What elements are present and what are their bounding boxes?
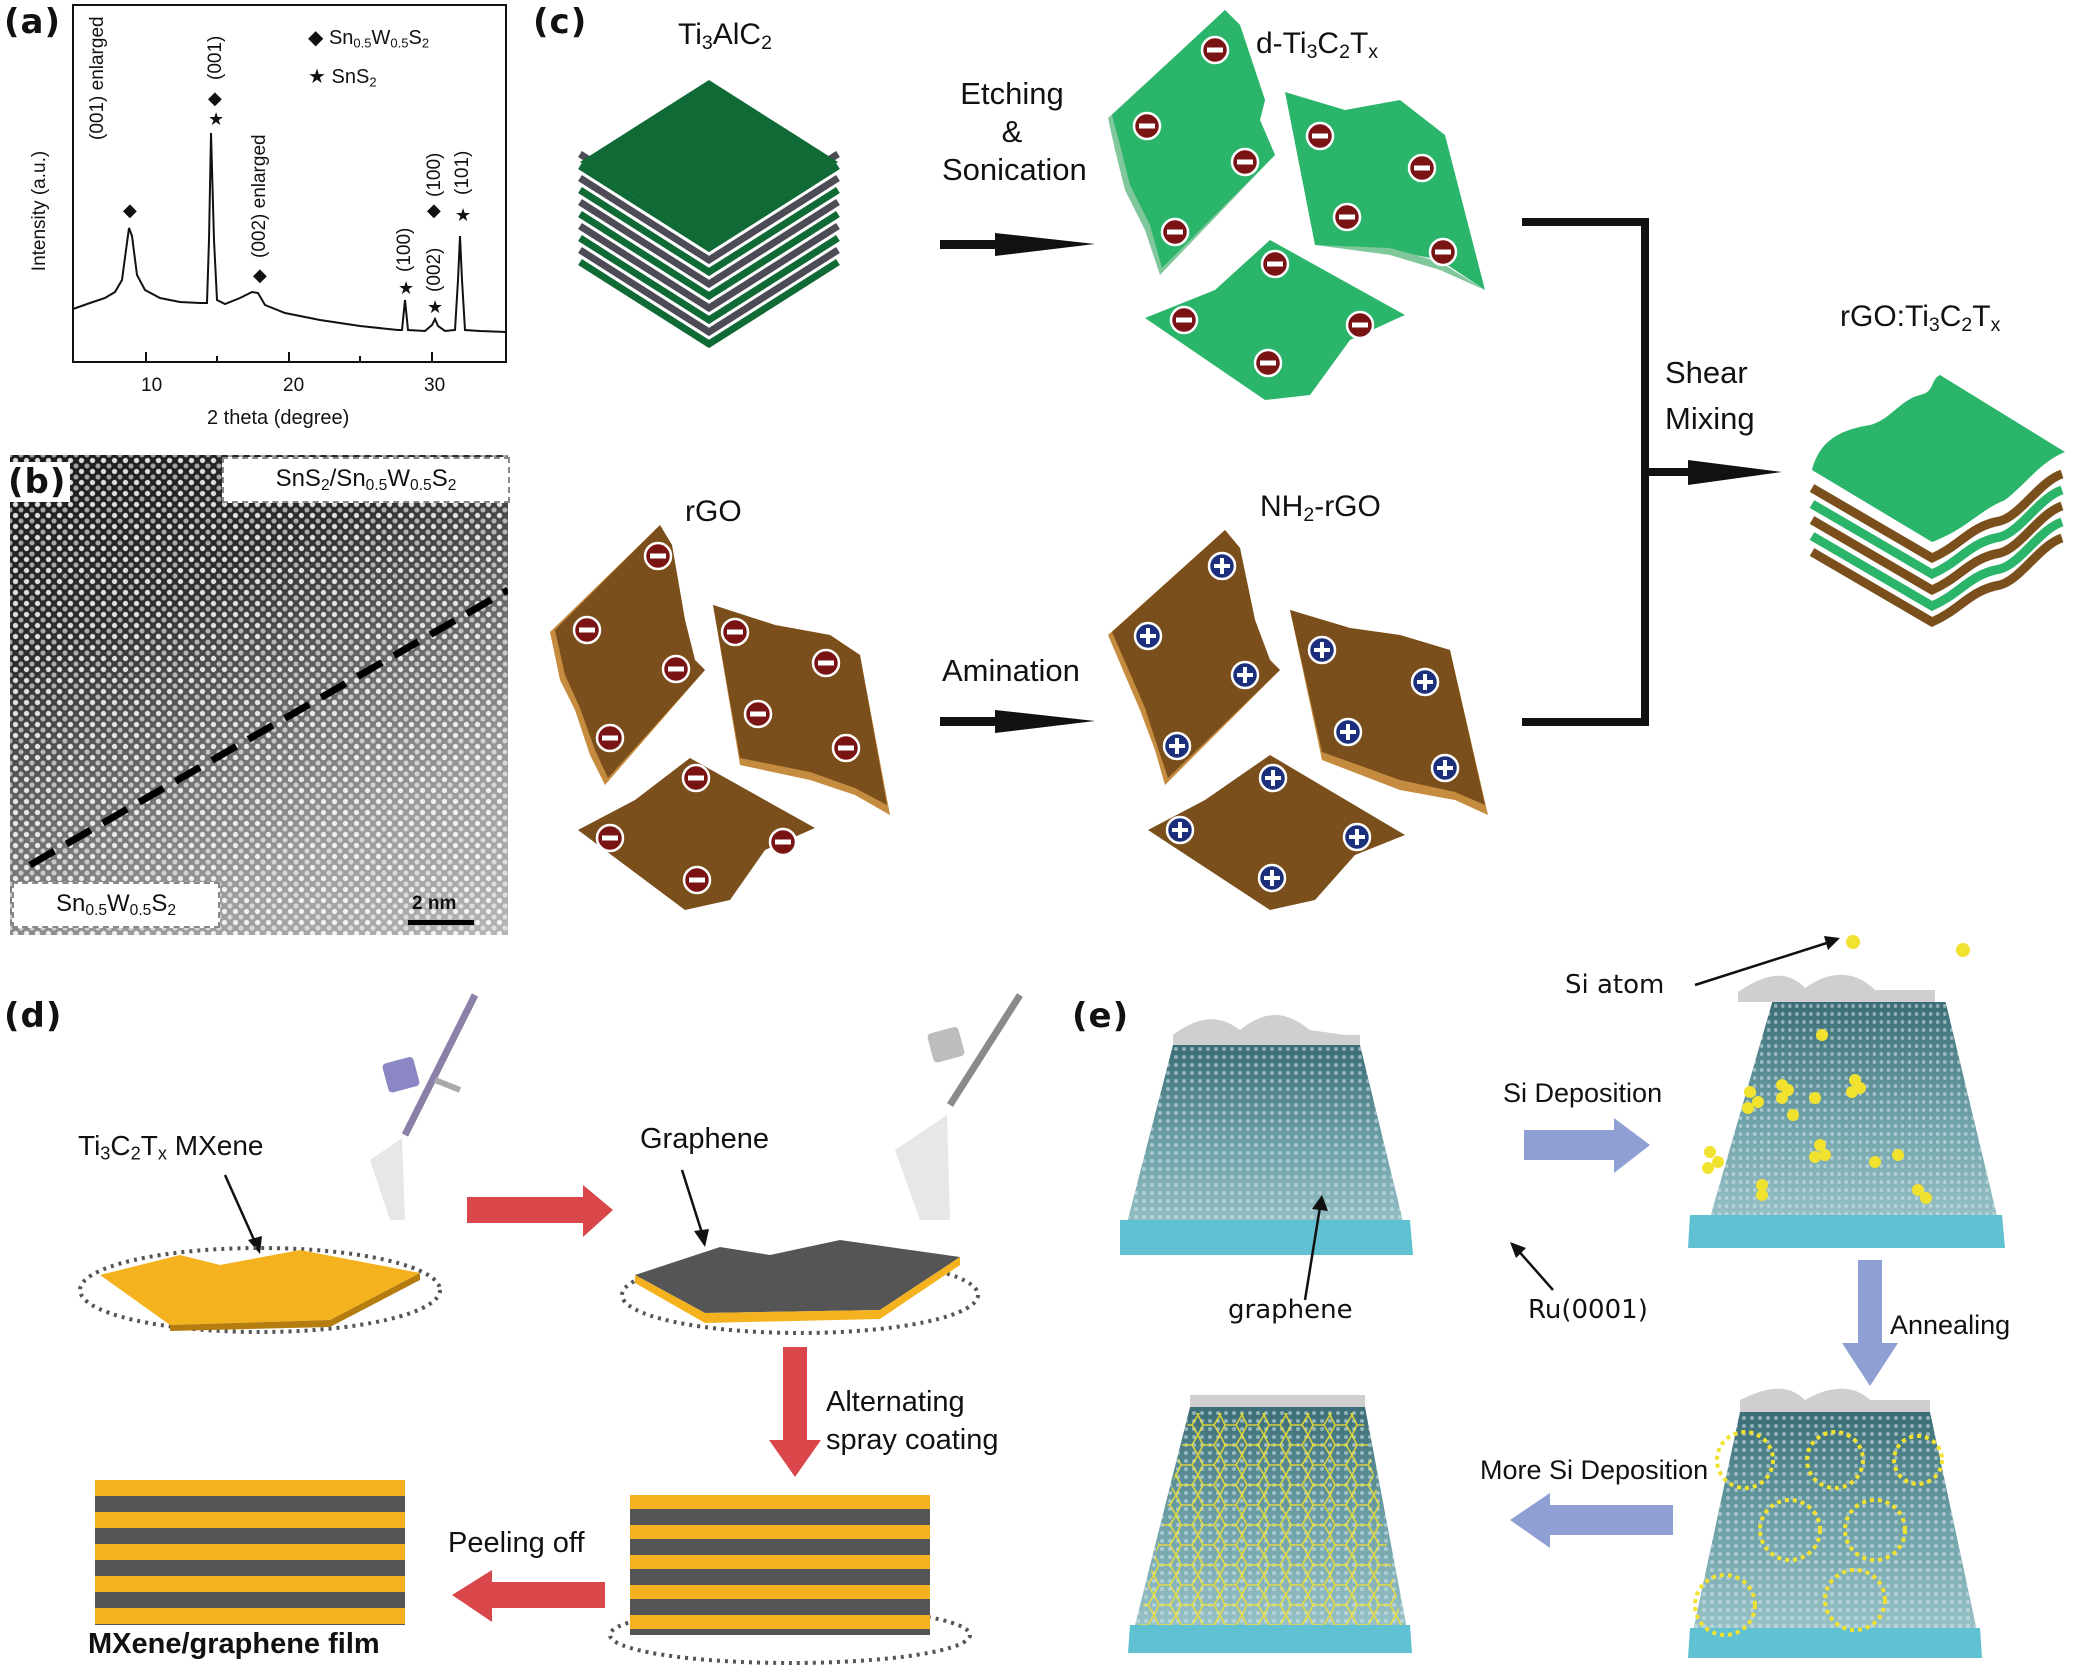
star-icon: ★ [427,297,444,317]
graphene-pointer-arrow [1303,1195,1328,1301]
star-icon: ★ [455,205,472,225]
diamond-icon: ◆ [208,88,222,108]
si-deposition-label: Si Deposition [1503,1078,1663,1108]
panel-a-label: (a) [4,2,62,42]
rgo-label: rGO [685,495,742,528]
star-icon: ★ [398,278,415,298]
scale-bar [408,920,474,925]
graphene-label-e: graphene [1228,1295,1353,1325]
graphene-ru-surface [1120,1015,1413,1255]
legend-item-sns2: ★ SnS2 [308,66,377,90]
diamond-icon: ◆ [427,200,441,220]
rgo-flakes [550,525,890,910]
spray-gun-icon [895,993,1023,1220]
xrd-chart [72,4,507,363]
process-arrow-down [769,1347,821,1477]
multilayer-on-substrate [608,1495,972,1665]
peeling-off-label: Peeling off [448,1527,585,1559]
panel-c-label: (c) [533,2,588,42]
hrtem-image [10,455,508,935]
etching-sonication-label: Etching&Sonication [942,76,1087,187]
x-axis-label: 2 theta (degree) [207,407,350,429]
x-tick-10: 10 [141,375,163,396]
more-si-deposition-arrow [1510,1493,1673,1548]
mxene-graphene-film-label: MXene/graphene film [88,1628,380,1660]
mxene-on-substrate [78,1246,442,1334]
star-icon: ★ [308,66,326,88]
peeling-arrow-left [452,1570,605,1622]
y-axis-label: Intensity (a.u.) [29,150,50,272]
amination-arrow [940,710,1095,733]
dti3c2tx-flakes [1108,10,1485,400]
ti3alc2-label: Ti3AlC2 [678,18,772,54]
rgo-mxene-composite-stack [1809,375,2065,628]
alloy-label: Sn0.5W0.5S2 [12,882,220,928]
mxene-pointer-arrow [223,1174,262,1254]
si-deposition-arrow [1524,1118,1650,1173]
interface-dashed-line [28,586,508,869]
si-deposited-surface [1688,935,2005,1248]
ti3alc2-layered-stack [578,80,840,349]
si-atom-label: Si atom [1565,970,1665,1000]
annealed-surface [1688,1388,1982,1658]
more-si-deposition-label: More Si Deposition [1480,1455,1709,1485]
star-icon: ★ [208,109,225,129]
x-tick-20: 20 [283,375,305,396]
peak-label-002-enlarged: (002) enlarged [249,134,270,258]
amination-label: Amination [942,653,1080,688]
spray-gun-icon [370,993,479,1220]
panel-e-label: (e) [1072,996,1130,1036]
graphene-on-mxene [620,1240,980,1335]
diamond-icon: ◆ [253,265,267,285]
peak-label-100-sns2: (100) [394,227,415,272]
nh2rgo-label: NH2-rGO [1260,490,1381,526]
peak-label-100-snw: (100) [424,152,445,197]
process-arrow-right [467,1185,613,1237]
peak-label-001-enlarged: (001) enlarged [87,16,108,140]
merge-bracket [1522,218,1782,726]
si-atom-pointer-arrow [1694,936,1840,987]
graphene-pointer-arrow [680,1169,709,1247]
dti3c2tx-label: d-Ti3C2Tx [1256,27,1379,63]
heterostructure-label: SnS2/Sn0.5W0.5S2 [222,457,510,503]
x-tick-30: 30 [424,375,446,396]
legend-item-sn05w05s2: ◆ Sn0.5W0.5S2 [308,27,430,51]
diamond-icon: ◆ [308,27,324,49]
graphene-label: Graphene [640,1123,769,1155]
peak-label-002-sns2: (002) [424,247,445,292]
nh2rgo-flakes [1108,530,1488,910]
annealing-label: Annealing [1890,1310,2011,1340]
peak-label-101: (101) [452,150,473,195]
silicene-surface [1128,1395,1412,1653]
scale-bar-label: 2 nm [412,893,457,914]
diamond-icon: ◆ [123,200,137,220]
annealing-arrow [1842,1260,1898,1386]
mxene-graphene-film-stack [95,1480,405,1625]
ru0001-label: Ru(0001) [1528,1295,1648,1325]
xrd-line [72,132,507,333]
ru-pointer-arrow [1510,1242,1554,1291]
panel-b-label: (b) [4,462,71,502]
mxene-label: Ti3C2Tx MXene [78,1130,264,1164]
peak-label-001: (001) [205,35,226,80]
product-label: rGO:Ti3C2Tx [1840,300,2001,336]
panel-d-label: (d) [4,996,63,1036]
etching-arrow [940,233,1095,256]
